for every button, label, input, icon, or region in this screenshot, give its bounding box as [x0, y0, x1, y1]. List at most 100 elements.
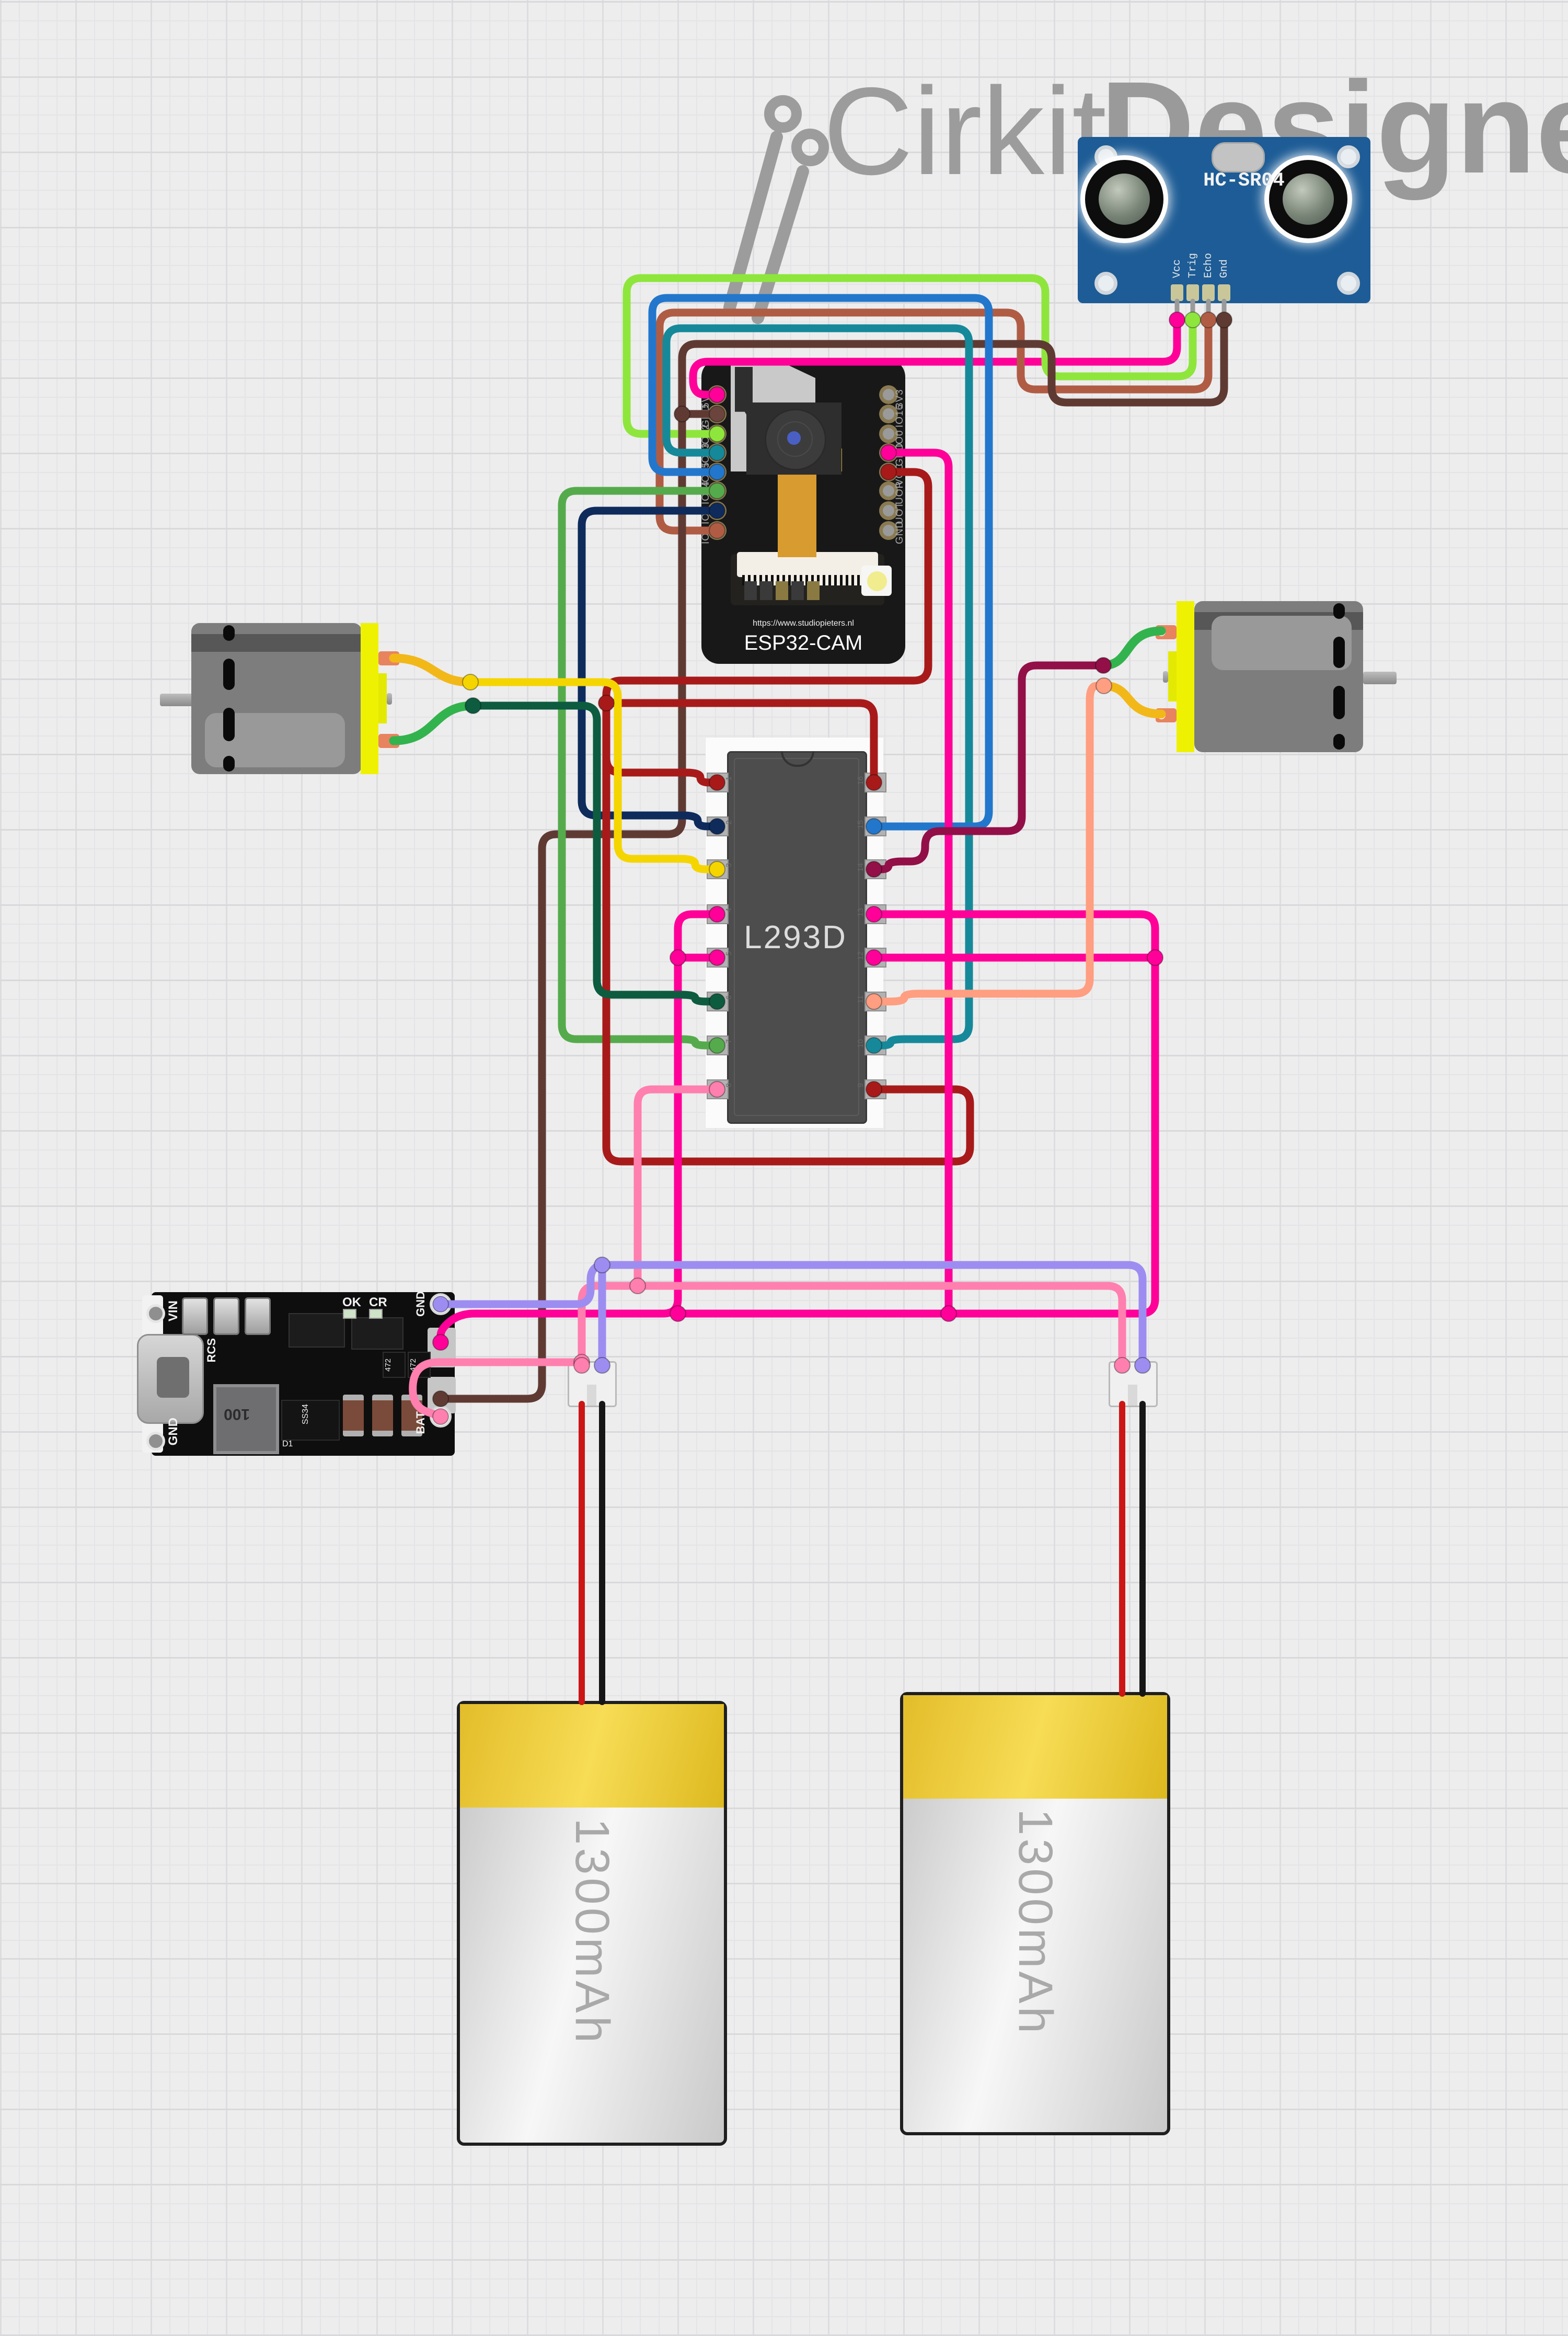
wire-hcsr04-vcc-to-esp32-5v[interactable]: [689, 316, 1181, 399]
wire-pigtail-right-green[interactable]: [1099, 626, 1166, 670]
wire-junction-dot[interactable]: [1184, 312, 1201, 328]
wire-esp32-io15-to-l293d-pin15[interactable]: [648, 294, 993, 831]
wire-junction-dot[interactable]: [866, 993, 882, 1010]
esp32-pad-right-gnd[interactable]: [879, 521, 898, 540]
wire-junction-dot[interactable]: [670, 949, 686, 966]
wire-vcc-branch-pin16[interactable]: [602, 699, 878, 787]
wire-motor-right-a-to-pin14[interactable]: [870, 661, 1108, 873]
wire-junction-dot[interactable]: [594, 1357, 610, 1374]
wire-junction-dot[interactable]: [709, 482, 725, 499]
wire-junction-dot[interactable]: [594, 1257, 610, 1273]
wire-junction-dot[interactable]: [1169, 312, 1185, 328]
motor-right-panel: [1212, 616, 1352, 670]
wire-junction-dot[interactable]: [709, 1081, 725, 1098]
wire-junction-dot[interactable]: [432, 1334, 449, 1351]
hcsr04-crystal: [1212, 142, 1265, 172]
wire-junction-dot[interactable]: [709, 1037, 725, 1054]
wire-junction-dot[interactable]: [866, 906, 882, 923]
wire-junction-dot[interactable]: [1095, 657, 1112, 674]
esp32-pad-right-uot[interactable]: [879, 501, 898, 520]
l293d-chip[interactable]: [727, 751, 867, 1124]
wire-junction-dot[interactable]: [709, 425, 725, 442]
wire-junction-dot[interactable]: [1096, 677, 1112, 694]
wire-esp32-io13-to-l293d-pin10[interactable]: [662, 324, 973, 1050]
wire-junction-dot[interactable]: [1134, 1357, 1151, 1374]
esp32-pad-right-uor[interactable]: [879, 481, 898, 500]
wire-junction-dot[interactable]: [670, 1305, 686, 1322]
wire-motor-left-a-to-pin3[interactable]: [466, 678, 721, 873]
wire-junction-dot[interactable]: [709, 774, 725, 791]
wire-junction-dot[interactable]: [709, 993, 725, 1010]
hcsr04-pad-trig[interactable]: [1186, 284, 1199, 301]
hcsr04-transducer-left: [1085, 160, 1163, 238]
motor-left-shaft: [160, 694, 193, 706]
wire-junction-dot[interactable]: [709, 502, 725, 519]
wire-l293d-gnd-left-to-charger[interactable]: [436, 910, 721, 1347]
wire-junction-dot[interactable]: [1147, 949, 1163, 966]
wire-junction-dot[interactable]: [709, 818, 725, 835]
wire-charger-gnd-run[interactable]: [436, 1261, 1147, 1370]
wire-esp32-gnd-down[interactable]: [884, 448, 953, 1318]
wire-esp32-vcc-to-l293d-pin1[interactable]: [602, 468, 932, 787]
wire-junction-dot[interactable]: [709, 522, 725, 539]
wire-esp32-io14-to-l293d-pin7[interactable]: [558, 487, 721, 1050]
esp32-camera-ribbon: [778, 475, 816, 557]
wire-hcsr04-trig-to-esp32-io12[interactable]: [622, 274, 1197, 438]
wire-junction-dot[interactable]: [1216, 312, 1232, 328]
wire-junction-dot[interactable]: [866, 818, 882, 835]
battery-right[interactable]: 1300mAh: [900, 1692, 1170, 2135]
wire-junction-dot[interactable]: [709, 861, 725, 878]
wire-junction-dot[interactable]: [709, 444, 725, 461]
wire-junction-dot[interactable]: [709, 406, 725, 422]
wire-junction-dot[interactable]: [940, 1305, 957, 1322]
wire-bat-to-connectors[interactable]: [578, 1282, 1126, 1370]
wire-junction-dot[interactable]: [674, 406, 690, 422]
wire-junction-dot[interactable]: [866, 1081, 882, 1098]
wire-junction-dot[interactable]: [866, 861, 882, 878]
wire-junction-dot[interactable]: [880, 464, 897, 480]
l293d-label: L293D: [744, 919, 847, 956]
wire-junction-dot[interactable]: [709, 906, 725, 923]
wire-junction-dot[interactable]: [629, 1278, 646, 1294]
wire-hcsr04-gnd-to-charger-out[interactable]: [439, 316, 1228, 1403]
wire-junction-dot[interactable]: [573, 1357, 590, 1374]
esp32-pad-right-3v3[interactable]: [879, 385, 898, 404]
wire-junction-dot[interactable]: [1114, 1357, 1131, 1374]
wire-charger-bat-run[interactable]: [409, 1358, 586, 1421]
wire-junction-dot[interactable]: [709, 386, 725, 403]
wire-junction-dot[interactable]: [432, 1408, 449, 1425]
hcsr04-title: HC-SR04: [1203, 170, 1285, 192]
wire-motor-right-b-to-pin11[interactable]: [870, 682, 1108, 1006]
battery-left[interactable]: 1300mAh: [457, 1701, 727, 2146]
wire-junction-dot[interactable]: [709, 949, 725, 966]
battery-right-label: 1300mAh: [1009, 1808, 1062, 2036]
wire-junction-dot[interactable]: [598, 695, 615, 711]
wire-motor-left-b-to-pin6[interactable]: [469, 701, 721, 1006]
wire-junction-dot[interactable]: [880, 444, 897, 461]
wire-junction-dot[interactable]: [465, 697, 481, 714]
wire-junction-dot[interactable]: [866, 949, 882, 966]
wire-pigtail-left-gold[interactable]: [389, 653, 475, 687]
wire-hcsr04-echo-to-esp32-io4[interactable]: [655, 308, 1213, 535]
wire-junction-dot[interactable]: [709, 464, 725, 480]
charger-cap: [213, 1297, 239, 1335]
charger-ic: [289, 1313, 345, 1348]
esp32-pad-right-io0[interactable]: [879, 424, 898, 443]
wire-vcc-loop-pin9[interactable]: [602, 699, 974, 1166]
wire-junction-dot[interactable]: [432, 1390, 449, 1407]
wire-junction-dot[interactable]: [1200, 312, 1217, 328]
wire-junction-dot[interactable]: [866, 774, 882, 791]
wire-junction-dot[interactable]: [866, 1037, 882, 1054]
wire-junction-dot[interactable]: [462, 674, 479, 691]
wire-pigtail-left-green[interactable]: [389, 701, 478, 745]
wire-junction-dot[interactable]: [432, 1296, 449, 1313]
hcsr04-pad-echo[interactable]: [1202, 284, 1215, 301]
hcsr04-pad-gnd[interactable]: [1218, 284, 1230, 301]
hcsr04-pad-vcc[interactable]: [1171, 284, 1183, 301]
wire-l293d-gnd-right[interactable]: [674, 910, 1159, 1318]
wire-l293d-pin8-pink[interactable]: [633, 1085, 721, 1290]
esp32-pad-right-io16[interactable]: [879, 405, 898, 423]
wire-pigtail-right-gold[interactable]: [1099, 681, 1166, 719]
